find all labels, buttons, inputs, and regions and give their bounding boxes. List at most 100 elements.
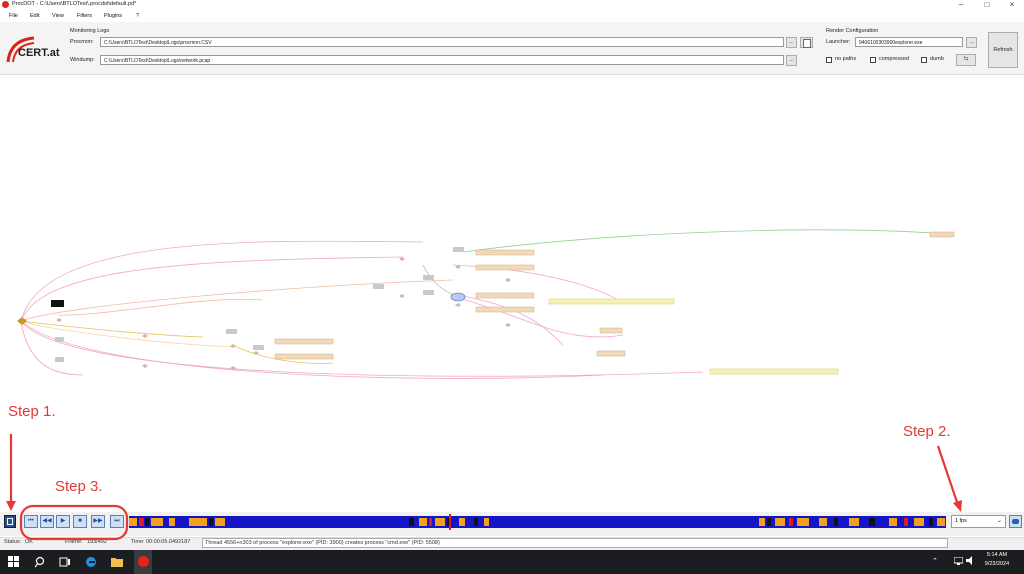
next-frame-button[interactable]: ▶▶: [91, 515, 105, 528]
timeline-segment: [819, 518, 827, 526]
windump-path-field[interactable]: C:\Users\BTLOTest\Desktop\Logs\network.p…: [100, 55, 784, 65]
layout-options-button[interactable]: ⇆: [956, 54, 976, 66]
graph-node-thread[interactable]: [709, 368, 839, 375]
timeline-segment: [189, 518, 207, 526]
stop-icon: ■: [78, 518, 82, 524]
time-value: 00:00:05.0492187: [146, 539, 191, 545]
procmon-path-field[interactable]: C:\Users\BTLOTest\Desktop\Logs\procmon.C…: [100, 37, 784, 47]
timeline-segment: [435, 518, 445, 526]
timeline-cursor[interactable]: [449, 514, 451, 530]
step2-annotation: Step 2.: [903, 423, 951, 440]
frames-mode-button[interactable]: [4, 515, 16, 528]
graph-node-process[interactable]: [475, 249, 535, 256]
timeline-segment: [789, 518, 793, 526]
graph-node-thread[interactable]: [548, 298, 675, 305]
play-button[interactable]: ▶: [56, 515, 70, 528]
play-icon: ▶: [60, 518, 66, 524]
chevron-down-icon: ⌄: [996, 518, 1002, 524]
dumb-label: dumb: [930, 56, 944, 62]
cert-logo-swoosh-icon: [6, 36, 35, 63]
timeline-segment: [834, 518, 838, 526]
previous-frame-button[interactable]: ◀◀: [40, 515, 54, 528]
cert-logo: CERT.at: [4, 32, 64, 66]
stop-button[interactable]: ■: [73, 515, 87, 528]
procdot-taskbar-button[interactable]: [134, 550, 152, 574]
graph-node-process[interactable]: [475, 264, 535, 271]
graph-node-process[interactable]: [475, 292, 535, 299]
chevron-up-icon[interactable]: ⌃: [932, 558, 938, 565]
menu-edit[interactable]: Edit: [30, 13, 40, 19]
graph-node-network[interactable]: [450, 292, 466, 302]
graph-canvas[interactable]: [3, 75, 1021, 512]
graph-node-process[interactable]: [929, 231, 955, 238]
timeline-segment: [889, 518, 897, 526]
menu-filters[interactable]: Filters: [77, 13, 92, 19]
launcher-field[interactable]: 9406100303900explorer.exe: [855, 37, 963, 47]
step1-annotation: Step 1.: [8, 403, 56, 420]
timeline-segment: [169, 518, 175, 526]
timeline-segment: [937, 518, 945, 526]
minimize-button[interactable]: –: [958, 0, 964, 9]
volume-icon[interactable]: [966, 556, 976, 565]
document-icon: [802, 39, 811, 48]
graph-node-root[interactable]: [17, 317, 27, 325]
first-frame-button[interactable]: ⏮: [24, 515, 38, 528]
menu-view[interactable]: View: [52, 13, 64, 19]
last-frame-button[interactable]: ⏭: [110, 515, 124, 528]
no-paths-checkbox[interactable]: [826, 57, 832, 63]
task-view-icon[interactable]: [59, 556, 71, 568]
timeline-toggle-button[interactable]: [1009, 515, 1022, 528]
menu-plugins[interactable]: Plugins: [104, 13, 123, 19]
skip-forward-icon: ⏭: [114, 518, 120, 524]
timeline-segment: [429, 518, 432, 526]
windows-taskbar: [0, 550, 1024, 574]
graph-node-explorer[interactable]: [51, 300, 64, 307]
windump-browse-button[interactable]: ...: [786, 55, 797, 66]
timeline-segment: [459, 518, 465, 526]
timeline-segment: [209, 518, 213, 526]
timeline-segment: [151, 518, 163, 526]
procmon-browse-button[interactable]: ...: [786, 37, 797, 48]
timeline-segment: [145, 518, 149, 526]
search-icon[interactable]: [34, 556, 46, 568]
launcher-browse-button[interactable]: ...: [966, 37, 977, 48]
close-button[interactable]: ×: [1009, 0, 1015, 9]
timeline-segment: [419, 518, 427, 526]
time-label: Time:: [131, 539, 145, 545]
configuration-panel: [0, 22, 1024, 75]
menu-file[interactable]: File: [9, 13, 18, 19]
file-explorer-icon[interactable]: [111, 556, 123, 568]
timeline-strip[interactable]: [129, 514, 946, 530]
tag-icon: [1012, 519, 1019, 524]
render-config-header: Render Configuration: [826, 28, 879, 34]
monitoring-logs-header: Monitoring Logs: [70, 28, 110, 34]
process-graph[interactable]: [3, 75, 1021, 512]
procdot-app-icon: [2, 1, 9, 8]
fast-forward-icon: ▶▶: [93, 518, 103, 524]
refresh-button[interactable]: Refresh: [988, 32, 1018, 68]
menu-help[interactable]: ?: [136, 13, 140, 19]
procmon-options-button[interactable]: [800, 37, 813, 48]
fps-select[interactable]: 1 fps ⌄: [951, 515, 1006, 528]
graph-node-process[interactable]: [599, 327, 623, 334]
graph-node-process[interactable]: [274, 338, 334, 345]
network-icon[interactable]: [953, 556, 964, 565]
timeline-segment: [139, 518, 144, 526]
dumb-checkbox[interactable]: [921, 57, 927, 63]
maximize-button[interactable]: □: [984, 0, 990, 9]
timeline-segment: [484, 518, 489, 526]
graph-node-process[interactable]: [596, 350, 626, 357]
graph-node-process[interactable]: [475, 306, 535, 313]
taskbar-time: 5:14 AM: [986, 552, 1008, 558]
procmon-label: Procmon:: [70, 39, 94, 45]
skip-back-icon: ⏮: [28, 518, 34, 524]
frame-label: Frame:: [65, 539, 83, 545]
edge-browser-icon[interactable]: [85, 556, 97, 568]
windows-start-icon[interactable]: [8, 556, 20, 568]
rewind-icon: ◀◀: [42, 518, 52, 524]
status-label: Status:: [4, 539, 22, 545]
timeline-segment: [914, 518, 924, 526]
graph-node-process[interactable]: [274, 353, 334, 360]
timeline-segment: [929, 518, 933, 526]
compressed-checkbox[interactable]: [870, 57, 876, 63]
